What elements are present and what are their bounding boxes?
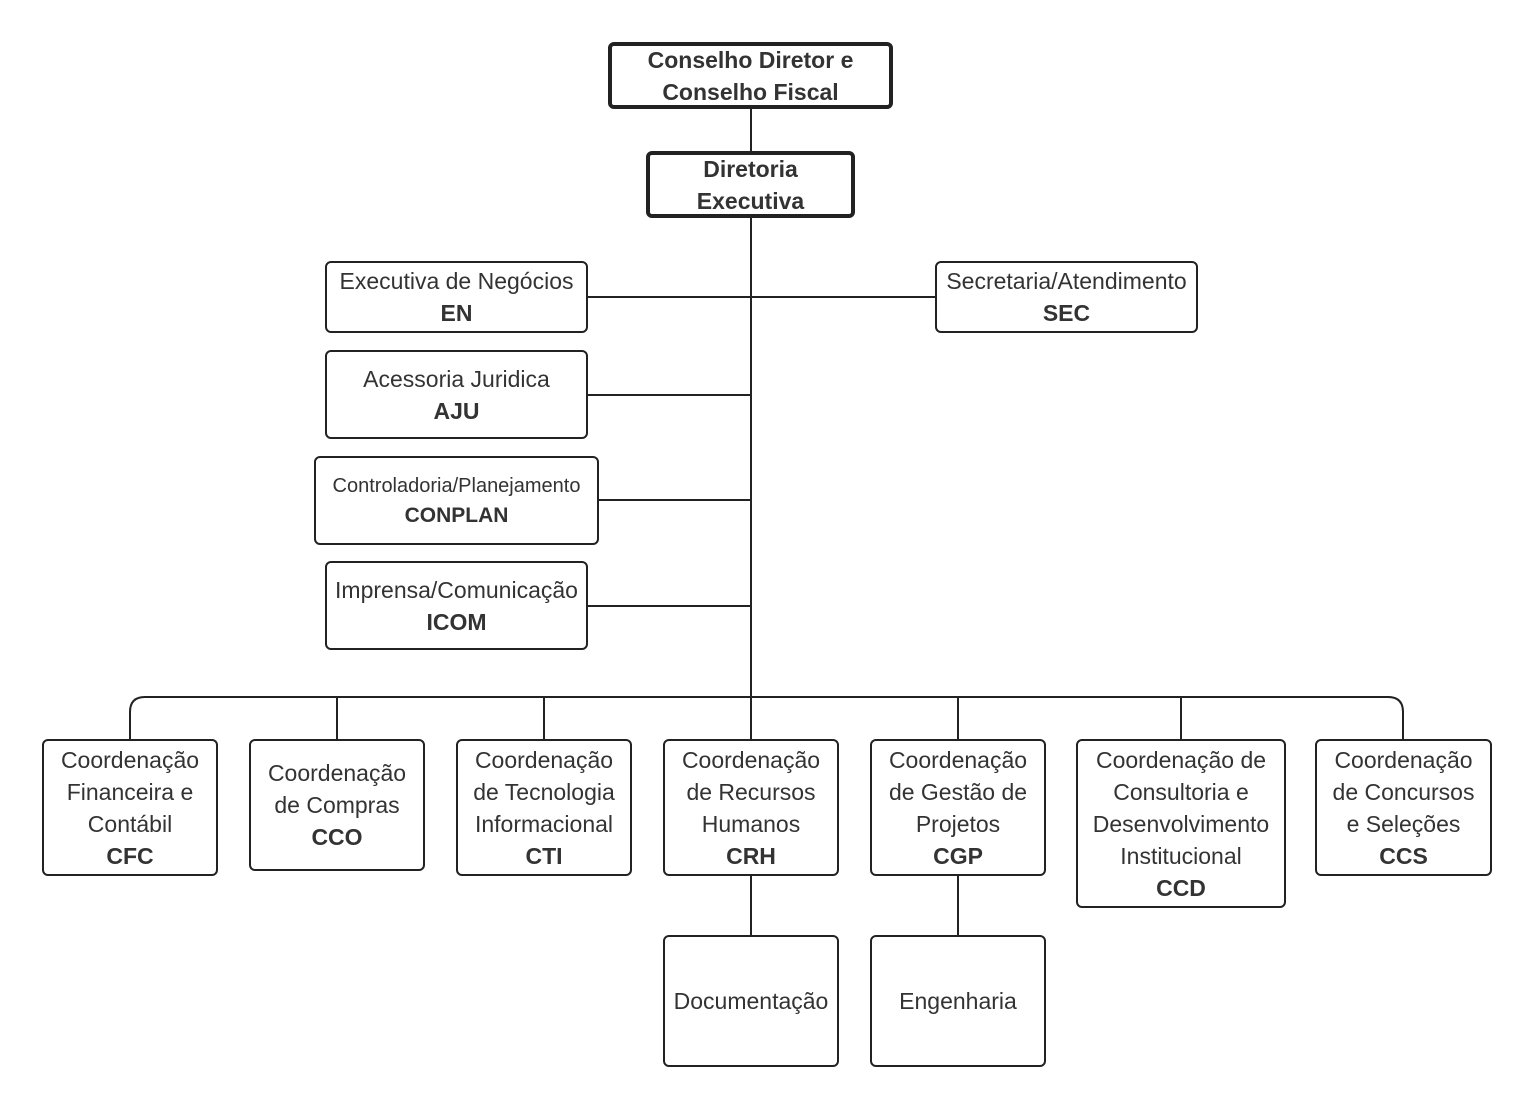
ccs-line: de Concursos: [1332, 778, 1475, 805]
diretoria-line2: Executiva: [696, 187, 805, 214]
conselho-box: Conselho Diretor e Conselho Fiscal: [608, 42, 893, 109]
engenharia-label: Engenharia: [899, 988, 1017, 1014]
ccs-line: Coordenação: [1334, 746, 1473, 773]
en-label: Executiva de Negócios: [339, 268, 574, 294]
cfc-box: Coordenação Financeira e Contábil CFC: [42, 739, 218, 876]
diretoria-line1: Diretoria: [703, 155, 798, 182]
icom-label: Imprensa/Comunicação: [335, 576, 578, 603]
sec-box: Secretaria/Atendimento SEC: [935, 261, 1198, 333]
cti-line: Coordenação: [474, 746, 614, 773]
en-code: EN: [440, 300, 473, 326]
documentacao-label: Documentação: [673, 988, 829, 1014]
cti-line: Informacional: [474, 810, 614, 837]
crh-code: CRH: [726, 842, 776, 869]
cti-box: Coordenação de Tecnologia Informacional …: [456, 739, 632, 876]
conplan-box: Controladoria/Planejamento CONPLAN: [314, 456, 599, 545]
sec-label: Secretaria/Atendimento: [946, 268, 1187, 294]
conselho-line1: Conselho Diretor e: [647, 46, 854, 73]
crh-line: de Recursos: [686, 778, 816, 805]
ccs-line: e Seleções: [1346, 810, 1461, 837]
ccd-code: CCD: [1156, 874, 1206, 901]
conselho-line2: Conselho Fiscal: [662, 78, 839, 105]
cti-line: de Tecnologia: [473, 778, 615, 805]
diretoria-box: Diretoria Executiva: [646, 151, 855, 218]
cfc-line: Financeira e: [66, 778, 194, 805]
cco-line: de Compras: [274, 792, 400, 818]
conplan-code: CONPLAN: [404, 503, 509, 527]
crh-line: Coordenação: [681, 746, 821, 773]
ccd-line: Desenvolvimento: [1092, 810, 1270, 837]
ccd-line: Coordenação de: [1095, 746, 1267, 773]
cgp-line: Coordenação: [888, 746, 1028, 773]
cfc-code: CFC: [106, 842, 154, 869]
cco-box: Coordenação de Compras CCO: [249, 739, 425, 871]
cfc-line: Contábil: [87, 810, 173, 837]
icom-box: Imprensa/Comunicação ICOM: [325, 561, 588, 650]
ccd-line: Institucional: [1120, 842, 1242, 869]
aju-code: AJU: [433, 397, 480, 424]
cgp-line: de Gestão de: [888, 778, 1028, 805]
cco-line: Coordenação: [267, 760, 407, 786]
cfc-line: Coordenação: [60, 746, 200, 773]
cgp-box: Coordenação de Gestão de Projetos CGP: [870, 739, 1046, 876]
engenharia-box: Engenharia: [870, 935, 1046, 1067]
cti-code: CTI: [525, 842, 563, 869]
ccs-box: Coordenação de Concursos e Seleções CCS: [1315, 739, 1492, 876]
ccs-code: CCS: [1379, 842, 1428, 869]
documentacao-box: Documentação: [663, 935, 839, 1067]
ccd-line: Consultoria e: [1113, 778, 1249, 805]
aju-label: Acessoria Juridica: [363, 365, 550, 392]
icom-code: ICOM: [426, 608, 487, 635]
cco-code: CCO: [311, 824, 363, 850]
en-box: Executiva de Negócios EN: [325, 261, 588, 333]
cgp-line: Projetos: [915, 810, 1001, 837]
ccd-box: Coordenação de Consultoria e Desenvolvim…: [1076, 739, 1286, 908]
sec-code: SEC: [1042, 300, 1091, 326]
crh-box: Coordenação de Recursos Humanos CRH: [663, 739, 839, 876]
aju-box: Acessoria Juridica AJU: [325, 350, 588, 439]
crh-line: Humanos: [701, 810, 801, 837]
cgp-code: CGP: [933, 842, 983, 869]
conplan-label: Controladoria/Planejamento: [332, 474, 581, 497]
